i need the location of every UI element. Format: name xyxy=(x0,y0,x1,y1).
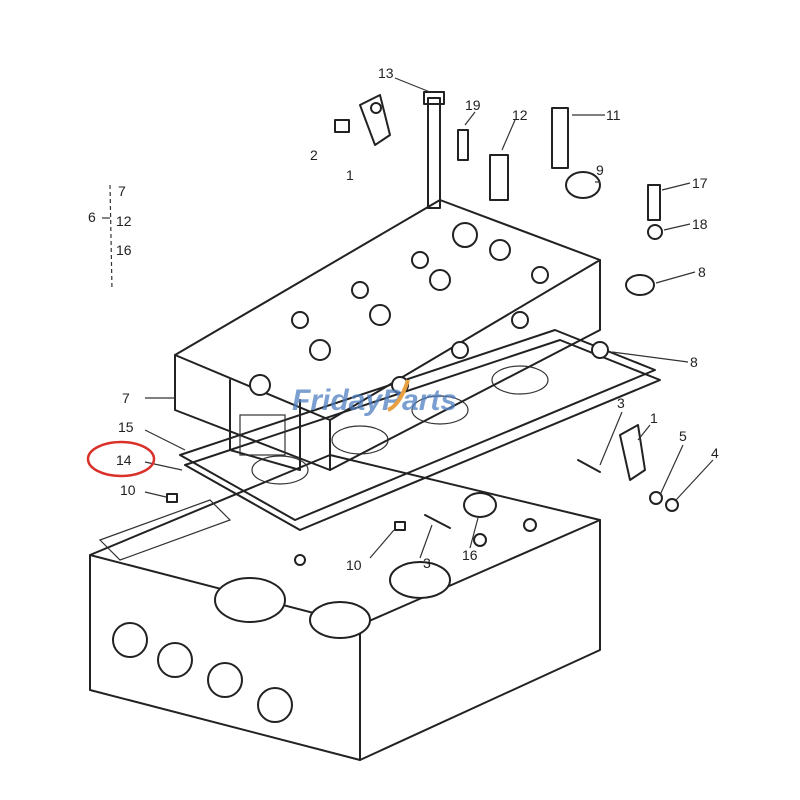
head-gasket xyxy=(179,329,661,531)
callout-3: 3 xyxy=(617,395,625,411)
callout-12: 12 xyxy=(512,107,528,123)
callout-10: 10 xyxy=(120,482,136,498)
callout-1: 1 xyxy=(650,410,658,426)
callout-15: 15 xyxy=(118,419,134,435)
callout-6-7: 7 xyxy=(118,183,126,199)
callout-8: 8 xyxy=(698,264,706,280)
callout-10: 10 xyxy=(346,557,362,573)
callout-3: 3 xyxy=(423,555,431,571)
callout-17: 17 xyxy=(692,175,708,191)
callout-5: 5 xyxy=(679,428,687,444)
callout-4: 4 xyxy=(711,445,719,461)
watermark-logo: FridayParts xyxy=(292,379,457,417)
callout-14: 14 xyxy=(116,452,132,468)
callout-2: 2 xyxy=(310,147,318,163)
callout-8: 8 xyxy=(690,354,698,370)
small-parts xyxy=(166,91,679,531)
callout-7: 7 xyxy=(122,390,130,406)
highlight-circle xyxy=(86,440,156,478)
watermark-accent xyxy=(387,379,410,412)
callout-6-16: 16 xyxy=(116,242,132,258)
callout-16: 16 xyxy=(462,547,478,563)
callout-19: 19 xyxy=(465,97,481,113)
callout-18: 18 xyxy=(692,216,708,232)
leader-lines xyxy=(102,77,714,559)
watermark-text: FridayParts xyxy=(292,384,457,417)
callout-6: 6 xyxy=(88,209,96,225)
callout-1: 1 xyxy=(346,167,354,183)
callout-11: 11 xyxy=(606,107,621,123)
callout-labels: 13 19 12 11 2 1 9 17 18 8 8 6 7 12 16 7 … xyxy=(88,65,719,573)
engine-block xyxy=(89,454,601,761)
callout-9: 9 xyxy=(596,162,604,178)
callout-6-12: 12 xyxy=(116,213,132,229)
callout-13: 13 xyxy=(378,65,394,81)
